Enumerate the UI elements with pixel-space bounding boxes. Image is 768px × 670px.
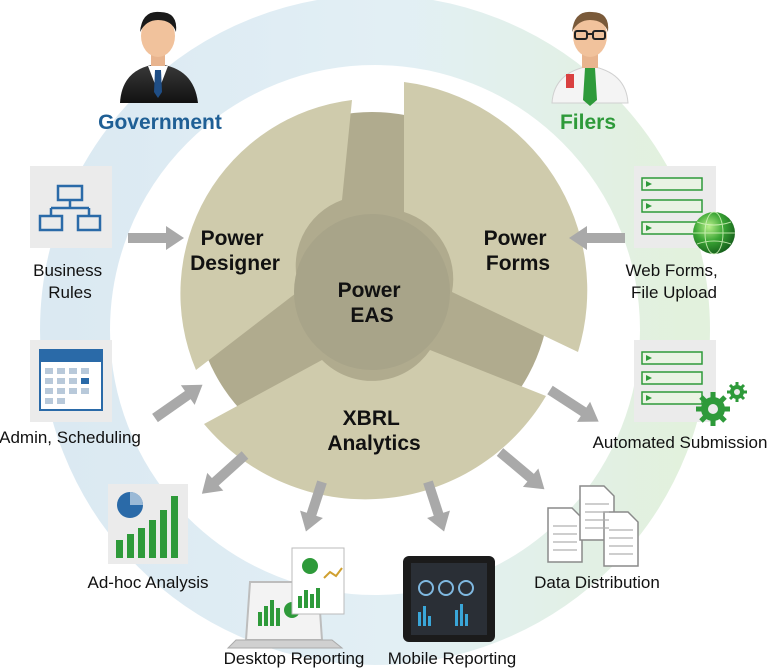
analytics-label: XBRL Analytics — [327, 407, 420, 455]
desktop-reporting-label: Desktop Reporting — [224, 649, 365, 668]
filers-person-icon — [551, 11, 629, 106]
center-label-line1: Power — [338, 279, 401, 302]
analytics-label-line1: XBRL — [343, 407, 400, 430]
arrow-adhoc-analysis — [201, 451, 249, 494]
designer-label: Power Designer — [190, 227, 280, 275]
arrow-admin-scheduling — [152, 384, 203, 423]
laptop-icon — [226, 547, 345, 649]
wheel — [180, 82, 588, 500]
designer-label-line1: Power — [201, 227, 264, 250]
admin-scheduling-label: Admin, Scheduling — [0, 428, 141, 447]
calendar-icon — [30, 340, 112, 422]
government-person-icon — [120, 11, 198, 103]
arrow-automated-submission — [547, 385, 599, 422]
gear-icon — [696, 382, 747, 426]
web-form-icon — [634, 166, 735, 255]
web-forms-line2: File Upload — [631, 283, 717, 302]
arrow-desktop-reporting — [300, 480, 327, 532]
form-gears-icon — [634, 340, 747, 426]
arrow-mobile-reporting — [423, 480, 450, 532]
arrows — [128, 226, 625, 532]
background-ring — [40, 0, 710, 665]
adhoc-analysis-icon — [108, 484, 188, 564]
arrow-web-forms — [569, 226, 625, 250]
arrow-business-rules — [128, 226, 184, 250]
government-label: Government — [98, 111, 222, 134]
segment-power-forms — [404, 82, 588, 352]
business-rules-label: Business Rules — [33, 261, 107, 302]
forms-label-line1: Power — [484, 227, 547, 250]
adhoc-analysis-label: Ad-hoc Analysis — [88, 573, 209, 592]
center-label-line2: EAS — [350, 304, 393, 327]
center-label: Power EAS — [338, 279, 407, 327]
wheel-hub — [294, 214, 450, 370]
forms-label-line2: Forms — [486, 252, 550, 275]
web-forms-line1: Web Forms, — [626, 261, 718, 280]
data-distribution-label: Data Distribution — [534, 573, 660, 592]
arrow-data-distribution — [496, 448, 545, 490]
filers-label: Filers — [560, 111, 616, 134]
analytics-label-line2: Analytics — [327, 432, 420, 455]
web-forms-label: Web Forms, File Upload — [626, 261, 723, 302]
globe-icon — [693, 211, 735, 255]
designer-label-line2: Designer — [190, 252, 280, 275]
tablet-icon — [403, 556, 495, 642]
mobile-reporting-label: Mobile Reporting — [388, 649, 517, 668]
automated-submission-label: Automated Submission — [593, 433, 768, 452]
business-rules-icon — [30, 166, 112, 248]
documents-icon — [547, 485, 639, 567]
segment-xbrl-analytics — [204, 350, 546, 500]
segment-power-designer — [180, 100, 352, 370]
business-rules-line1: Business — [33, 261, 102, 280]
business-rules-line2: Rules — [48, 283, 91, 302]
forms-label: Power Forms — [484, 227, 553, 275]
